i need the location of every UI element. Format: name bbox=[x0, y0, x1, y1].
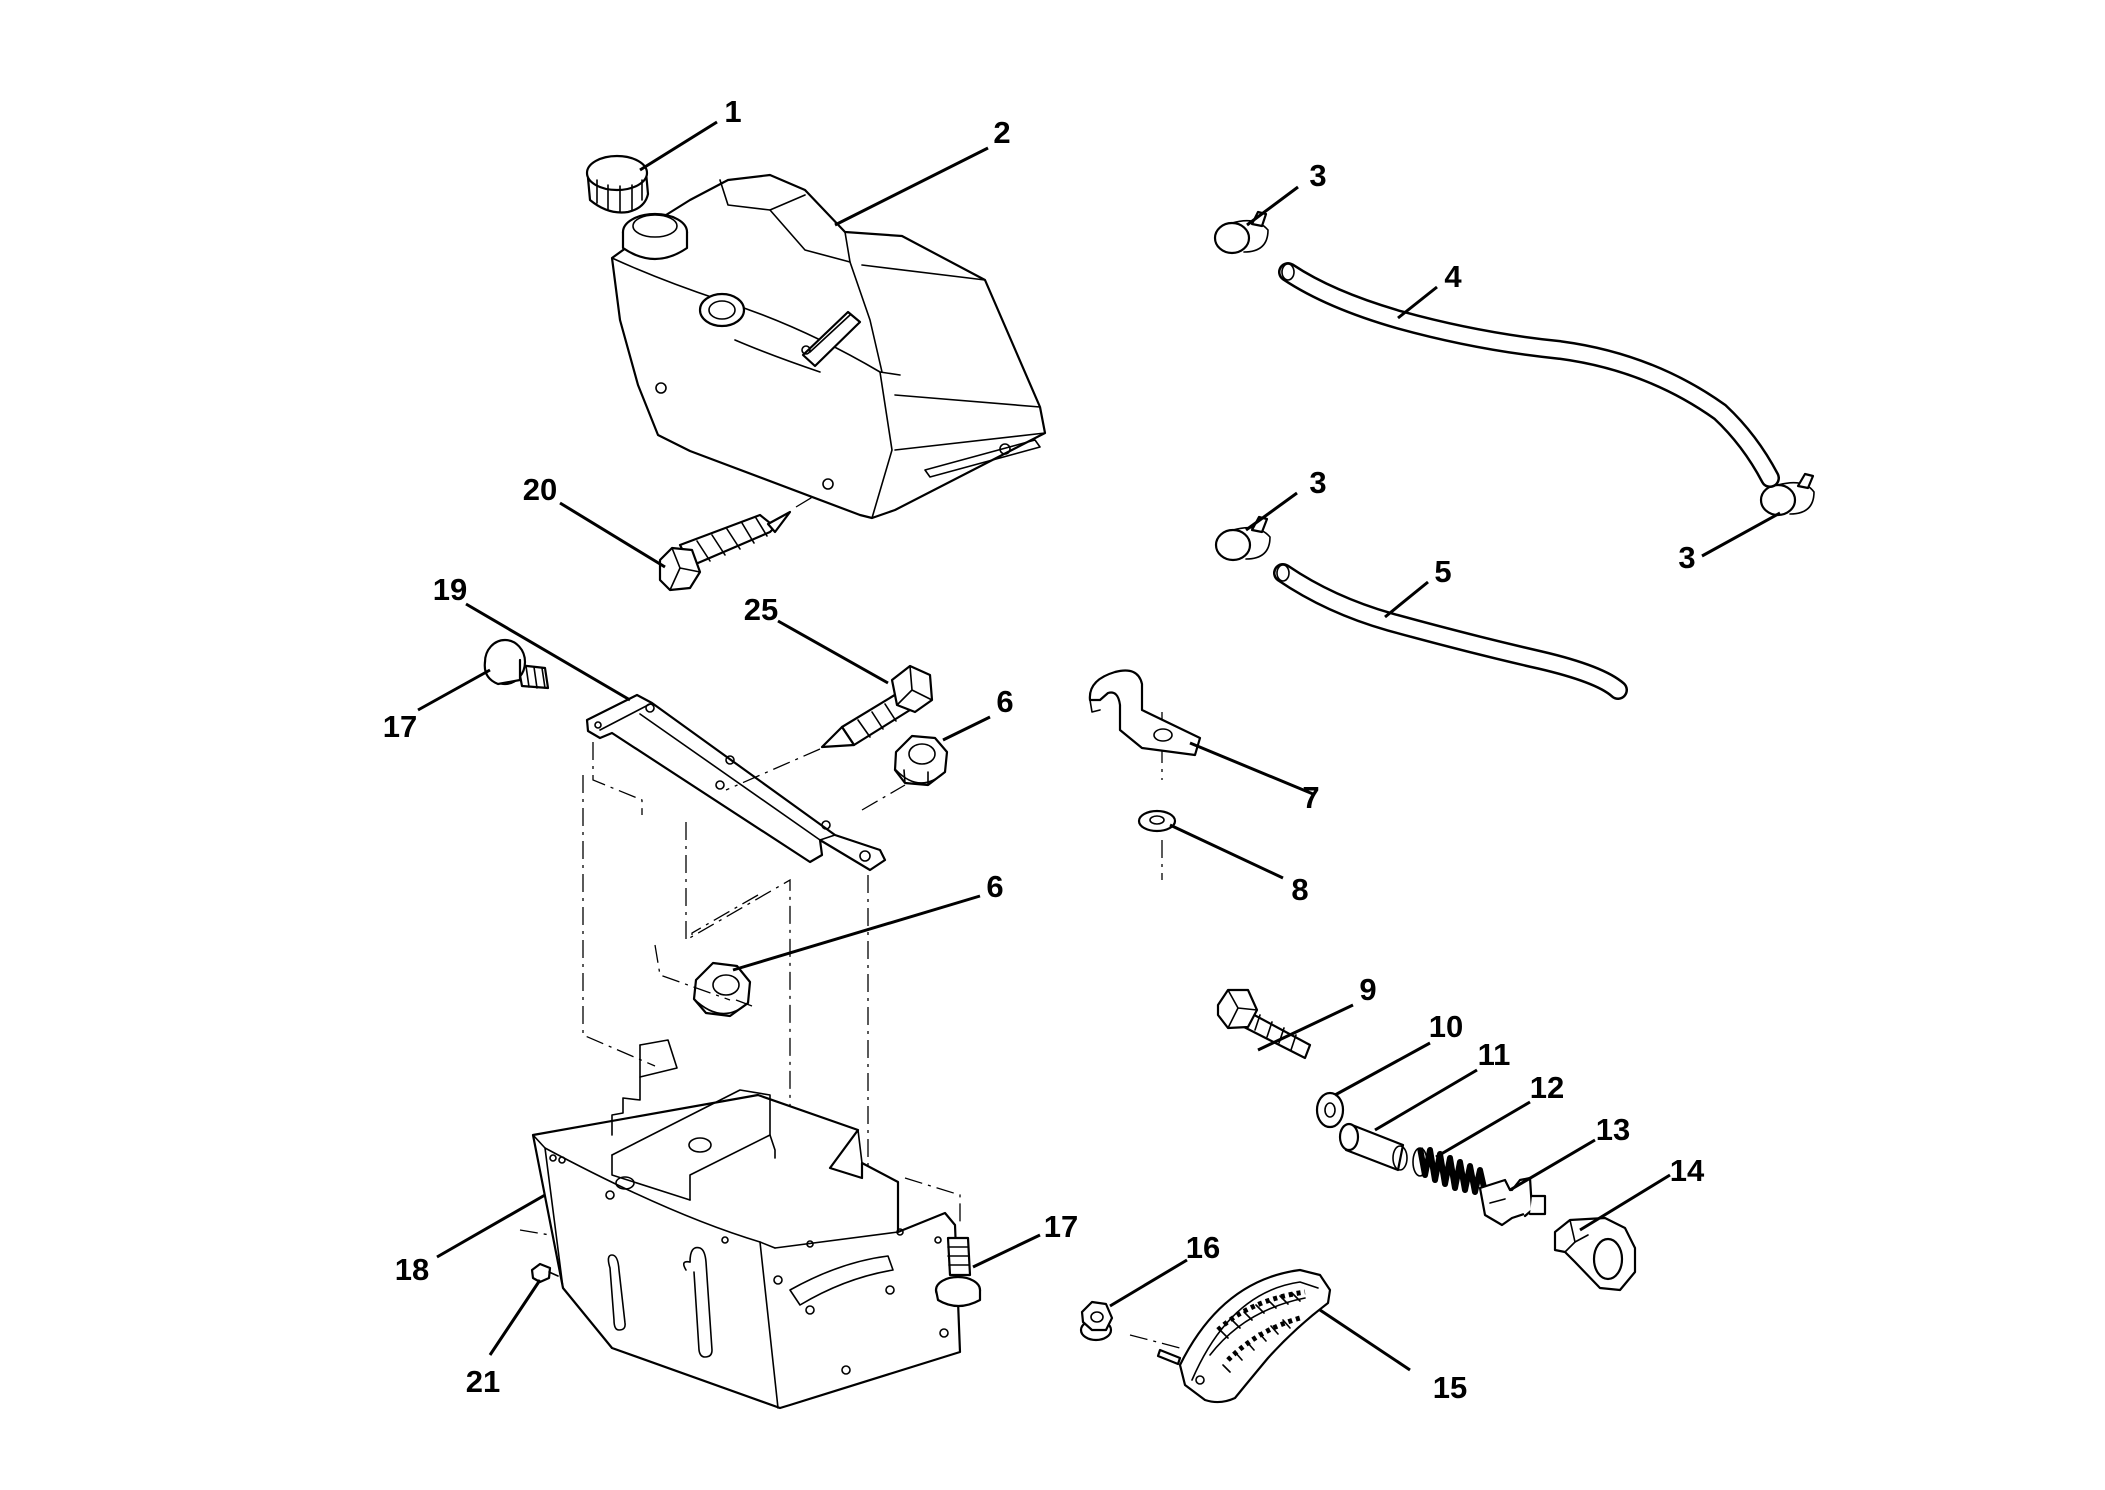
callout-12: 12 bbox=[1530, 1070, 1564, 1105]
fuel-tank bbox=[610, 173, 1047, 520]
callout-3: 3 bbox=[1309, 158, 1326, 193]
leader-lines bbox=[417, 120, 1781, 1372]
callout-19: 19 bbox=[433, 572, 467, 607]
callout-11: 11 bbox=[1478, 1037, 1511, 1072]
fuel-hose-short bbox=[1273, 563, 1628, 700]
sector-plate bbox=[1156, 1268, 1332, 1404]
callout-25: 25 bbox=[744, 592, 778, 627]
shoulder-bolt bbox=[934, 1236, 982, 1308]
fuel-cap bbox=[585, 154, 650, 214]
dash-panel bbox=[531, 1039, 962, 1410]
callout-4: 4 bbox=[1444, 259, 1462, 294]
callout-21: 21 bbox=[466, 1364, 500, 1399]
callout-9: 9 bbox=[1359, 972, 1376, 1007]
callout-3: 3 bbox=[1309, 465, 1326, 500]
callout-6: 6 bbox=[986, 869, 1003, 904]
hose-clamp bbox=[1214, 515, 1271, 562]
callout-15: 15 bbox=[1433, 1370, 1467, 1405]
lag-bolt bbox=[820, 664, 934, 749]
small-screw bbox=[530, 1262, 559, 1284]
spring bbox=[1412, 1147, 1488, 1195]
callout-1: 1 bbox=[724, 94, 741, 129]
flange-nut bbox=[1079, 1300, 1114, 1342]
end-cap bbox=[1553, 1216, 1637, 1292]
callout-14: 14 bbox=[1670, 1153, 1705, 1188]
callout-2: 2 bbox=[993, 115, 1010, 150]
tank-bracket bbox=[585, 693, 887, 872]
assembly-centerlines bbox=[519, 712, 1181, 1349]
callout-7: 7 bbox=[1302, 780, 1319, 815]
callout-17: 17 bbox=[1044, 1209, 1078, 1244]
shoulder-bolt bbox=[483, 638, 550, 690]
callout-8: 8 bbox=[1291, 872, 1308, 907]
callout-17: 17 bbox=[383, 709, 417, 744]
slider-block bbox=[1478, 1176, 1547, 1227]
hex-bolt bbox=[1216, 988, 1312, 1060]
callout-16: 16 bbox=[1186, 1230, 1220, 1265]
callout-18: 18 bbox=[395, 1252, 429, 1287]
callout-20: 20 bbox=[523, 472, 557, 507]
spacer bbox=[1338, 1122, 1408, 1172]
washer bbox=[1315, 1091, 1345, 1129]
hose-clamp bbox=[1213, 210, 1269, 255]
callout-labels: 1 2 3 3 3 4 5 6 6 7 8 9 10 11 12 13 14 1… bbox=[383, 94, 1705, 1405]
hex-nut bbox=[893, 734, 949, 787]
callout-3: 3 bbox=[1678, 540, 1695, 575]
fuel-hose-long bbox=[1278, 262, 1780, 488]
p-clip bbox=[1088, 669, 1202, 757]
callout-10: 10 bbox=[1429, 1009, 1463, 1044]
callout-5: 5 bbox=[1434, 554, 1451, 589]
callout-6: 6 bbox=[996, 684, 1013, 719]
washer bbox=[1137, 809, 1177, 833]
callout-13: 13 bbox=[1596, 1112, 1630, 1147]
hex-nut bbox=[692, 961, 752, 1018]
tapping-screw bbox=[658, 510, 792, 592]
